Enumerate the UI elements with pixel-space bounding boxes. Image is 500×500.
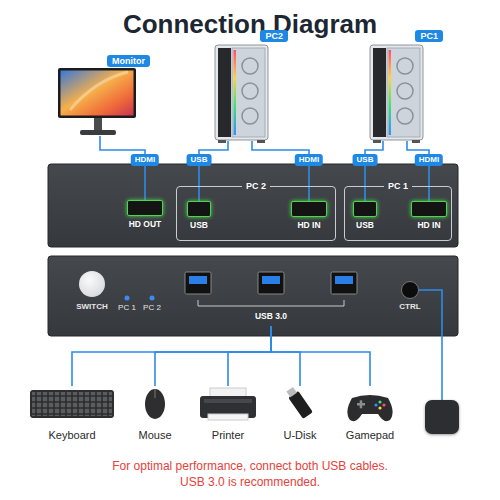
port-group: PC 1USBHD IN: [344, 186, 452, 241]
tagged-label: Monitor: [107, 55, 150, 67]
usb3-ports: [185, 272, 357, 306]
mouse-icon: [145, 389, 165, 419]
status-leds: [125, 296, 155, 301]
cable-line: [100, 136, 145, 200]
peripheral: Printer: [193, 386, 263, 442]
cable-label: HDMI: [295, 154, 323, 166]
port-label: HD IN: [297, 220, 320, 230]
usb-port: USB: [187, 201, 211, 217]
switch-button: SWITCH: [79, 271, 105, 297]
cable-line: [407, 141, 429, 201]
peripheral: Mouse: [130, 386, 180, 442]
device-label: Mouse: [138, 429, 171, 442]
port-label: USB: [190, 220, 208, 230]
cable-line: [155, 326, 271, 386]
cable-line: [271, 326, 370, 386]
port-label: HD IN: [417, 220, 440, 230]
cable-line: [72, 326, 271, 386]
kvm-housing: [48, 164, 458, 336]
port-label: HD OUT: [129, 219, 162, 229]
hdmi-port: HD OUT: [127, 200, 163, 216]
cable-label: USB: [353, 154, 378, 166]
usb-port: USB: [353, 201, 377, 217]
port-label: USB: [356, 220, 374, 230]
wired-controller: [425, 400, 459, 434]
peripheral: Keyboard: [26, 386, 118, 442]
peripheral: U-Disk: [273, 386, 327, 442]
indicator-label: PC 1: [118, 303, 136, 313]
gamepad-icon: [347, 395, 392, 421]
jack-label: CTRL: [399, 302, 420, 312]
front-panel: SWITCH USB 3.0 CTRL: [48, 256, 458, 336]
keyboard-icon: [30, 390, 114, 418]
indicator-label: PC 2: [143, 303, 161, 313]
tagged-label: PC1: [415, 30, 443, 42]
button-label: SWITCH: [76, 302, 108, 312]
cable-label: USB: [187, 154, 212, 166]
port-group: PC 2USBHD IN: [176, 186, 336, 241]
device-label: U-Disk: [284, 429, 317, 442]
monitor-illustration: [58, 68, 136, 135]
hub-label: USB 3.0: [255, 311, 287, 321]
device-label: Printer: [212, 429, 244, 442]
cable-line: [419, 290, 442, 400]
peripheral: Gamepad: [337, 386, 403, 442]
cable-line: [271, 326, 300, 386]
pc-tower-illustration: [370, 45, 423, 143]
computer-device: PC1: [367, 30, 443, 141]
caption-note: For optimal performance, connect both US…: [105, 458, 395, 490]
printer-icon: [200, 388, 256, 420]
rear-panel: HD OUT PC 2 USB HD IN PC 1 USB HD IN: [48, 164, 458, 247]
pc-tower-illustration: [215, 45, 268, 143]
device-label: Keyboard: [48, 429, 95, 442]
hdmi-port: HD IN: [291, 201, 327, 217]
cable-label: HDMI: [415, 154, 443, 166]
ctrl-jack: CTRL: [401, 281, 419, 299]
usb-hub-ports: USB 3.0: [180, 268, 362, 326]
cable-line: [365, 141, 383, 201]
monitor-device: Monitor: [55, 55, 150, 136]
device-label: Gamepad: [346, 429, 394, 442]
group-label: PC 1: [384, 181, 412, 192]
cable-line: [228, 326, 271, 386]
hdmi-port: HD IN: [411, 201, 447, 217]
tagged-label: PC2: [260, 30, 288, 42]
computer-device: PC2: [212, 30, 288, 141]
udisk-icon: [285, 386, 313, 419]
group-label: PC 2: [242, 181, 270, 192]
cable-line: [199, 141, 228, 201]
cable-label: HDMI: [131, 154, 159, 166]
cable-line: [252, 141, 309, 201]
